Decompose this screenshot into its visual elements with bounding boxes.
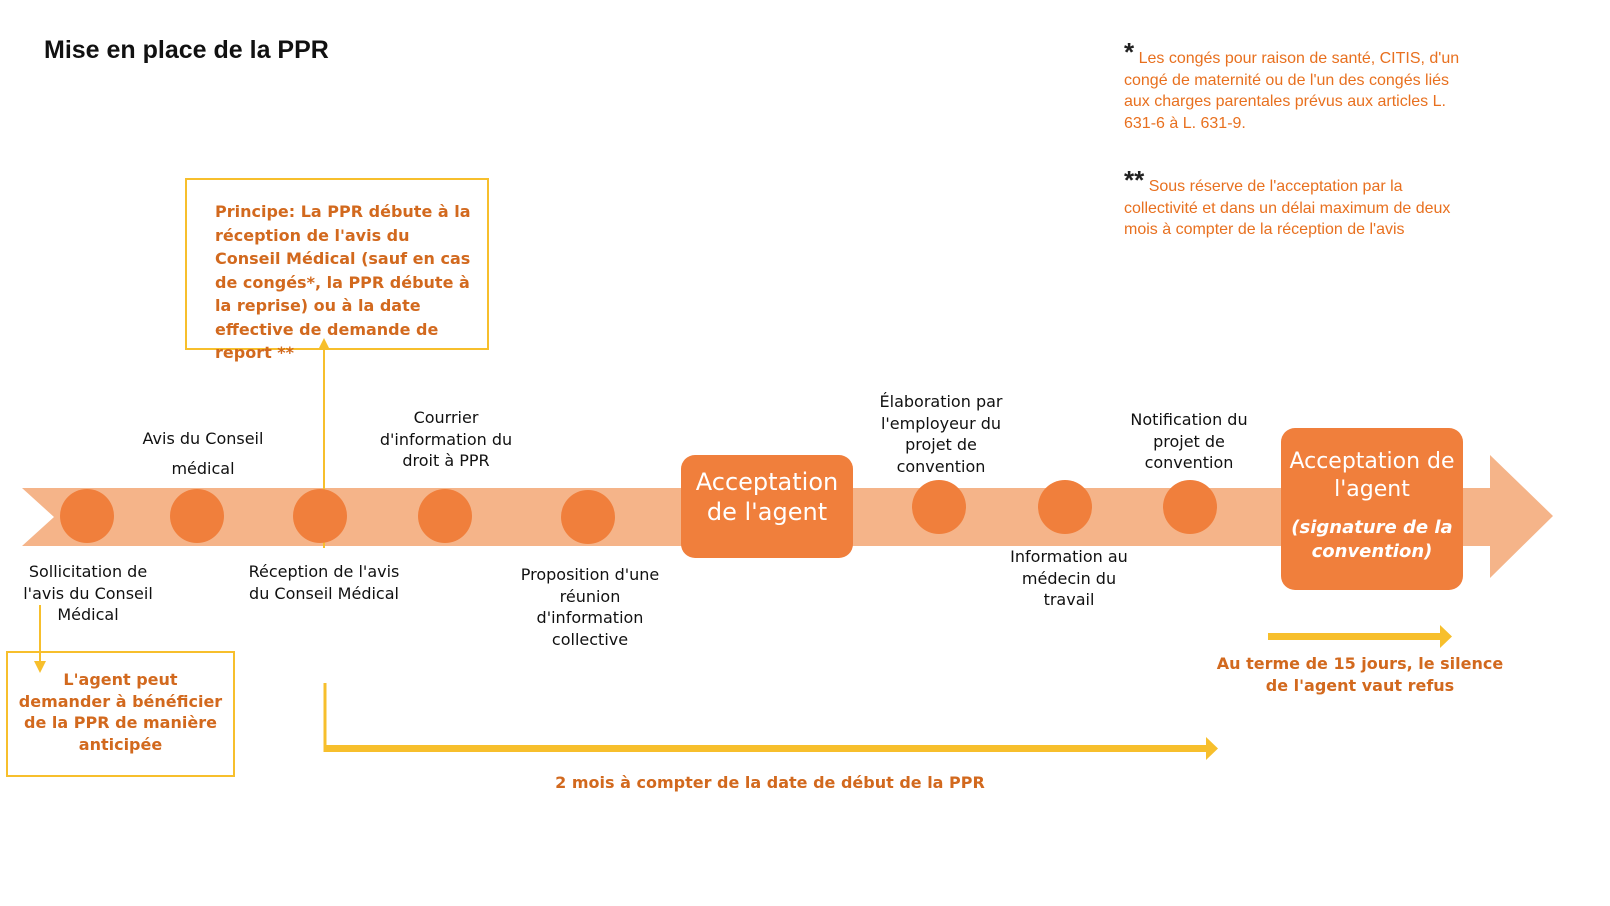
duration-arrow-head — [1206, 737, 1218, 760]
duration-text: 2 mois à compter de la date de début de … — [555, 773, 985, 792]
step-dot-proposition — [561, 490, 615, 544]
acceptance-box-1: Acceptation de l'agent — [681, 455, 853, 558]
label-avis-line1: Avis du Conseil — [142, 429, 264, 448]
footnote-1-text: Les congés pour raison de santé, CITIS, … — [1124, 50, 1460, 132]
footnote-2: ** Sous réserve de l'acceptation par la … — [1124, 167, 1479, 241]
silence-arrow-head — [1440, 625, 1452, 648]
step-dot-notification — [1163, 480, 1217, 534]
footnote-2-text: Sous réserve de l'acceptation par la col… — [1124, 178, 1451, 238]
label-courrier: Courrier d'information du droit à PPR — [379, 408, 513, 470]
duration-arrow-shaft — [324, 745, 1208, 752]
step-dot-sollicitation — [60, 489, 114, 543]
anticipation-text: L'agent peut demander à bénéficier de la… — [18, 670, 223, 754]
label-proposition: Proposition d'une réunion d'information … — [520, 565, 660, 649]
step-dot-reception — [293, 489, 347, 543]
anticipation-connector-arrowhead — [34, 661, 46, 673]
step-dot-information — [1038, 480, 1092, 534]
footnote-1-mark: * — [1124, 37, 1135, 67]
silence-text: Au terme de 15 jours, le silence de l'ag… — [1216, 654, 1504, 695]
label-avis: Avis du Conseil médical — [138, 428, 268, 479]
label-sollicitation: Sollicitation de l'avis du Conseil Médic… — [23, 562, 153, 624]
label-avis-line2: médical — [171, 458, 235, 478]
step-dot-elaboration — [912, 480, 966, 534]
step-dot-courrier — [418, 489, 472, 543]
label-elaboration: Élaboration par l'employeur du projet de… — [879, 392, 1003, 476]
footnote-1: * Les congés pour raison de santé, CITIS… — [1124, 39, 1469, 134]
acceptance-2-label: Acceptation de l'agent — [1289, 449, 1455, 502]
acceptance-1-label: Acceptation de l'agent — [695, 468, 839, 526]
principle-connector-arrowhead — [318, 338, 330, 350]
acceptance-box-2: Acceptation de l'agent (signature de la … — [1281, 428, 1463, 590]
acceptance-2-sublabel: (signature de la convention) — [1291, 517, 1453, 562]
label-information: Information au médecin du travail — [1010, 547, 1128, 609]
label-notification: Notification du projet de convention — [1130, 410, 1248, 472]
step-dot-avis — [170, 489, 224, 543]
page-title: Mise en place de la PPR — [44, 36, 329, 64]
principle-box: Principe: La PPR débute à la réception d… — [185, 178, 489, 362]
principle-text: Principe: La PPR débute à la réception d… — [215, 202, 471, 362]
label-reception: Réception de l'avis du Conseil Médical — [248, 562, 400, 603]
anticipation-box: L'agent peut demander à bénéficier de la… — [6, 651, 235, 777]
footnote-2-mark: ** — [1124, 165, 1145, 195]
silence-arrow-shaft — [1268, 633, 1442, 640]
